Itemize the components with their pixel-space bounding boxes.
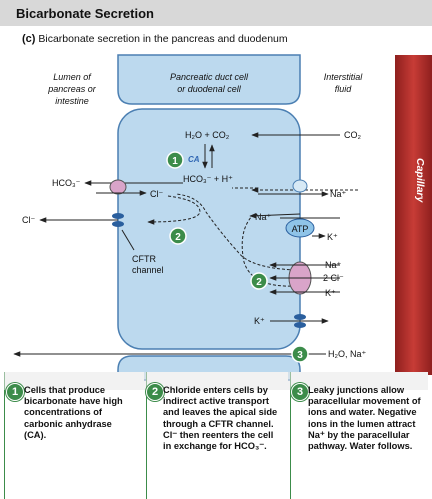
card-2-text: Chloride enters cells by indirect active… [163, 385, 278, 452]
step-3-number: 3 [297, 350, 303, 361]
page-title: Bicarbonate Secretion [16, 6, 154, 21]
subtitle-letter: (c) [22, 33, 36, 45]
cftr-pointer [121, 229, 135, 251]
k-cotrans-label: K⁺ [325, 288, 336, 298]
header-bar: Bicarbonate Secretion [0, 0, 432, 26]
cl-recycle-path [147, 195, 201, 225]
na-pump-arrow [249, 212, 301, 219]
reaction-bottom: HCO₃⁻ + H⁺ [183, 174, 233, 184]
cftr-channel-top [112, 213, 124, 219]
na-recycle-path [241, 215, 297, 287]
step-3-marker [291, 345, 309, 363]
cftr-channel-bottom [112, 221, 124, 227]
na-channel [292, 179, 308, 193]
cl-lumen-label: Cl⁻ [22, 215, 35, 225]
step-1-number: 1 [172, 156, 178, 167]
cl-pathway [175, 193, 296, 271]
cl-cotrans-label: 2 Cl⁻ [323, 273, 344, 283]
step-card-3 [290, 372, 428, 499]
cl-exchanger-label: Cl⁻ [150, 189, 163, 199]
capillary [395, 55, 432, 375]
subtitle-text: Bicarbonate secretion in the pancreas an… [38, 33, 288, 45]
step-2-marker-left [169, 227, 187, 245]
step-1-marker [166, 151, 184, 169]
card-1-number: 1 [6, 383, 24, 401]
hco3-lumen-label: HCO₃⁻ [52, 178, 81, 188]
card-3-text: Leaky junctions allow paracellular movem… [308, 385, 421, 452]
k-pump-label: K⁺ [327, 232, 338, 242]
card-1-text: Cells that produce bicarbonate have high… [24, 385, 123, 440]
bicarbonate-chloride-exchanger [109, 179, 127, 195]
ca-label: CA [188, 155, 200, 164]
figure-subtitle: (c) Bicarbonate secretion in the pancrea… [22, 33, 288, 45]
capillary-label: Capillary [414, 158, 426, 204]
atp-pump [285, 218, 315, 238]
step-card-1 [4, 372, 144, 499]
card-2-number: 2 [146, 383, 164, 401]
paracellular-label: H₂O, Na⁺ [328, 349, 366, 359]
duct-cell [117, 108, 301, 350]
na-cotrans-label: Na⁺ [325, 260, 342, 270]
step-2-number-left: 2 [175, 232, 181, 243]
atp-label: ATP [292, 224, 309, 234]
upper-cell [117, 54, 301, 105]
reaction-top: H₂O + CO₂ [185, 130, 230, 140]
na-right-label: Na⁺ [330, 189, 347, 199]
step-card-2 [146, 372, 288, 499]
card-3-number: 3 [291, 383, 309, 401]
k-center-label: K⁺ [254, 316, 265, 326]
k-channel-top [294, 314, 306, 320]
step-2-number-right: 2 [256, 277, 262, 288]
na-center-label: Na⁺ [255, 212, 272, 222]
step-2-marker-right [250, 272, 268, 290]
co2-label: CO₂ [344, 130, 362, 140]
k-channel-bottom [294, 322, 306, 328]
cards-header-band [4, 372, 428, 390]
